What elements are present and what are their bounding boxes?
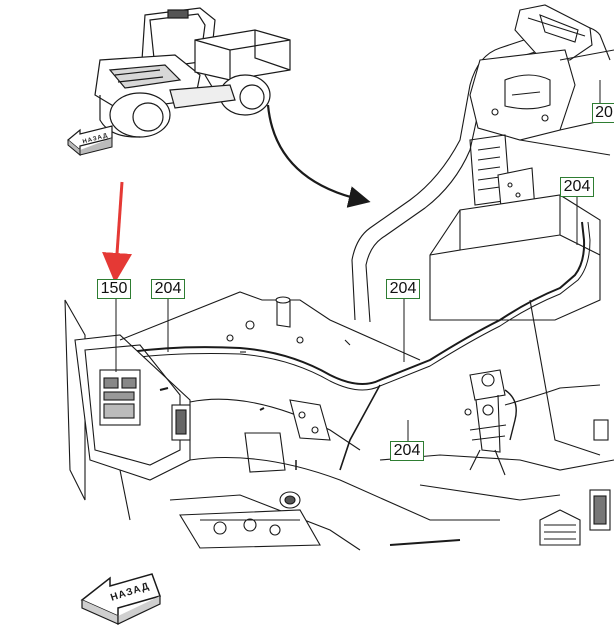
direction-arrow-large (80, 573, 161, 625)
callout-leader-lines (115, 80, 601, 460)
callout-20-partial: 20 (592, 103, 614, 123)
callout-204-lower: 204 (390, 441, 424, 461)
callout-204-center: 204 (386, 279, 420, 299)
callout-204-right: 204 (560, 177, 594, 197)
callout-204-left: 204 (151, 279, 185, 299)
chassis-detail-illustration (64, 4, 614, 551)
red-pointer-arrow (102, 181, 133, 283)
direction-arrow-small (67, 125, 113, 157)
zoom-pointer-arrow (266, 104, 371, 208)
callout-150: 150 (97, 279, 131, 299)
roller-overview-illustration (94, 7, 291, 138)
